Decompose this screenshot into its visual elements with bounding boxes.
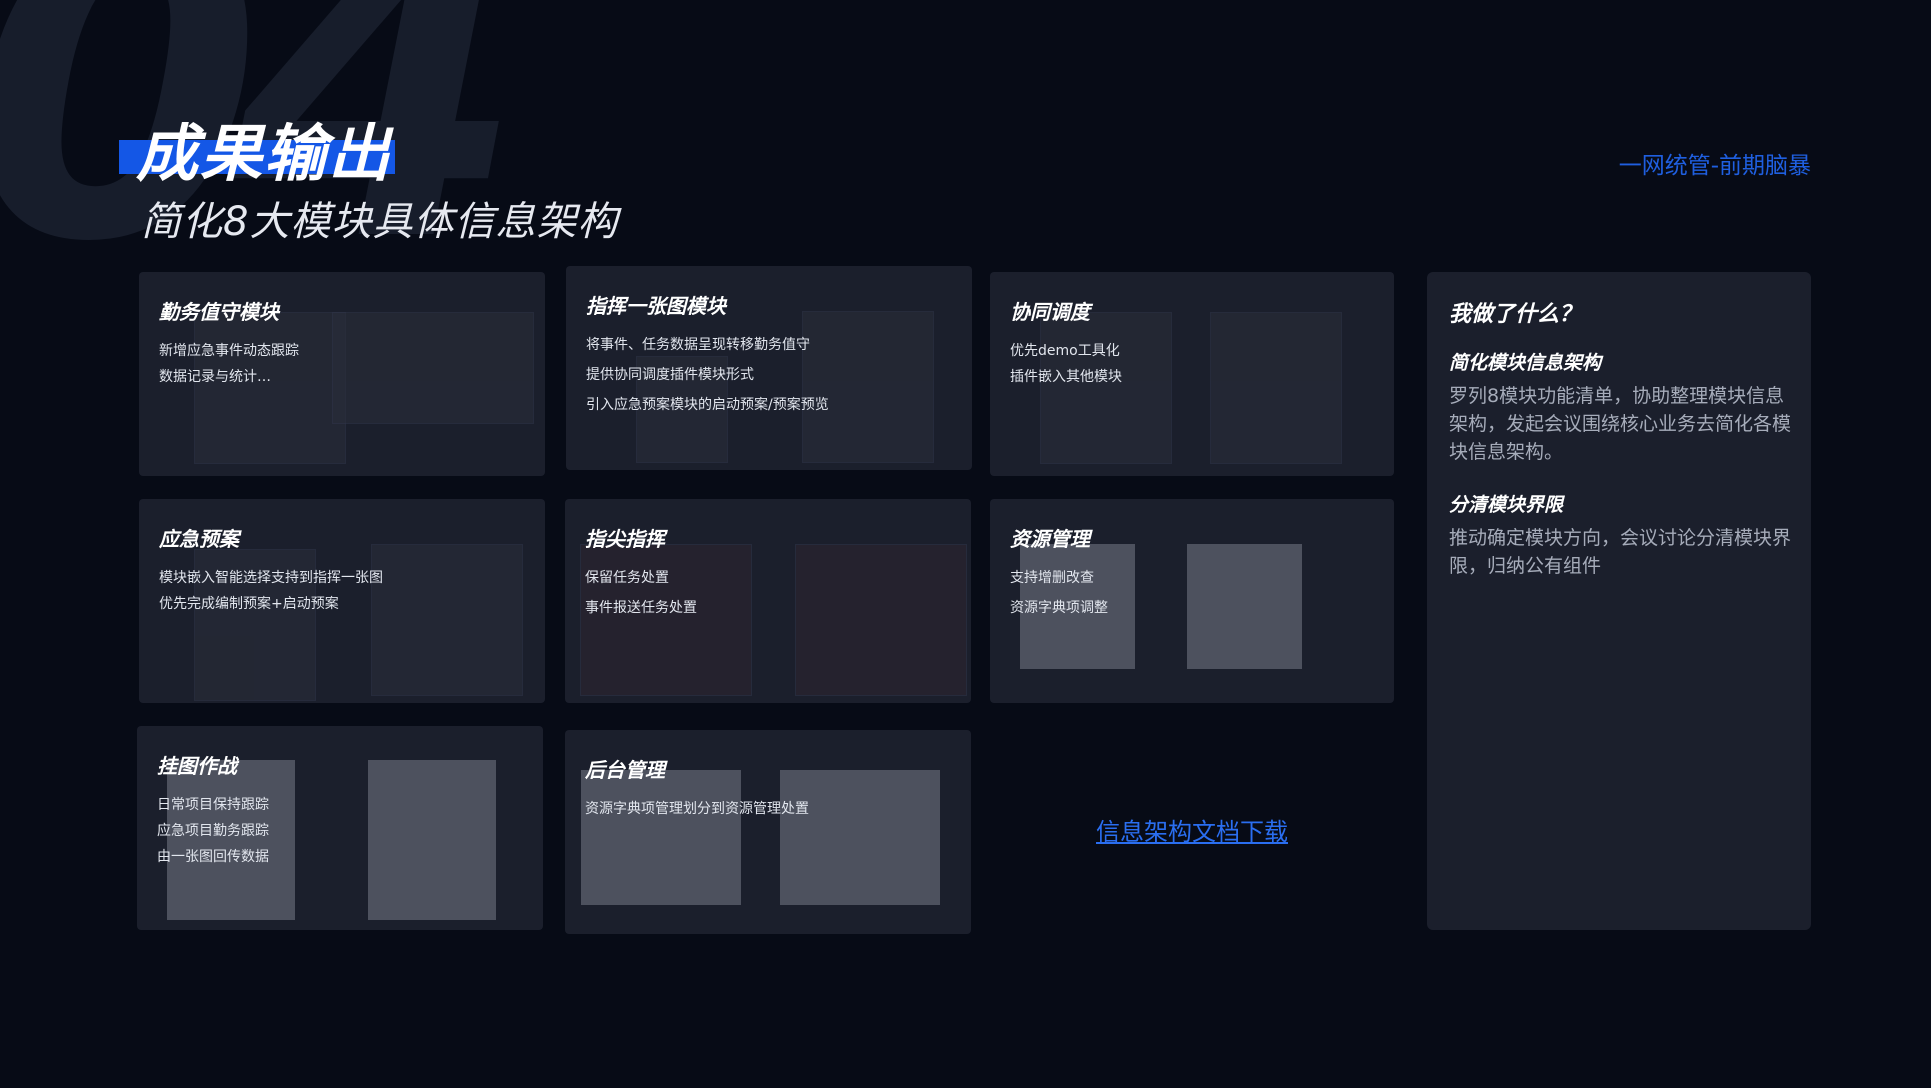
card-line: 资源字典项调整 [1010,600,1108,616]
section-label: 一网统管-前期脑暴 [1618,153,1811,179]
mindmap-thumbnail [580,544,752,696]
card-title: 勤务值守模块 [159,300,279,324]
card-description: 将事件、任务数据呈现转移勤务值守 提供协同调度插件模块形式 引入应急预案模块的启… [586,334,829,420]
mindmap-thumbnail [167,760,295,920]
card-line: 保留任务处置 [585,570,669,586]
card-fingertip-command[interactable]: 指尖指挥 保留任务处置 事件报送任务处置 [565,499,971,703]
mindmap-thumbnail [780,770,940,905]
card-line: 插件嵌入其他模块 [1010,369,1122,385]
card-description: 支持增删改查 资源字典项调整 [1010,567,1108,623]
card-title: 指尖指挥 [585,527,665,551]
card-line: 事件报送任务处置 [585,600,697,616]
card-line: 优先demo工具化 [1010,343,1120,359]
mindmap-thumbnail [332,312,534,424]
card-description: 日常项目保持跟踪 应急项目勤务跟踪 由一张图回传数据 [157,794,269,872]
mindmap-thumbnail [795,544,967,696]
mindmap-thumbnail [1040,312,1172,464]
card-title: 协同调度 [1010,300,1090,324]
card-line: 提供协同调度插件模块形式 [586,367,754,383]
card-backend-management[interactable]: 后台管理 资源字典项管理划分到资源管理处置 [565,730,971,934]
card-line: 日常项目保持跟踪 [157,797,269,813]
card-line: 应急项目勤务跟踪 [157,823,269,839]
mindmap-thumbnail [368,760,496,920]
page-subtitle: 简化8大模块具体信息架构 [141,199,619,245]
mindmap-thumbnail [636,356,728,463]
card-description: 模块嵌入智能选择支持到指挥一张图 优先完成编制预案+启动预案 [159,567,383,619]
card-title: 后台管理 [585,758,665,782]
card-title: 应急预案 [159,527,239,551]
card-line: 模块嵌入智能选择支持到指挥一张图 [159,570,383,586]
card-command-map-module[interactable]: 指挥一张图模块 将事件、任务数据呈现转移勤务值守 提供协同调度插件模块形式 引入… [566,266,972,470]
page-title: 成果输出 [136,117,393,190]
card-line: 数据记录与统计… [159,369,271,385]
card-duty-module[interactable]: 勤务值守模块 新增应急事件动态跟踪 数据记录与统计… [139,272,545,476]
card-resource-management[interactable]: 资源管理 支持增删改查 资源字典项调整 [990,499,1394,703]
mindmap-thumbnail [581,770,741,905]
section-heading: 简化模块信息架构 [1449,352,1602,374]
mindmap-thumbnail [1187,544,1302,669]
title-highlight-bar [119,140,395,174]
card-line: 引入应急预案模块的启动预案/预案预览 [586,397,829,413]
card-title: 资源管理 [1010,527,1090,551]
card-description: 优先demo工具化 插件嵌入其他模块 [1010,340,1122,392]
card-coordination[interactable]: 协同调度 优先demo工具化 插件嵌入其他模块 [990,272,1394,476]
card-line: 优先完成编制预案+启动预案 [159,596,339,612]
card-description: 新增应急事件动态跟踪 数据记录与统计… [159,340,299,392]
mindmap-thumbnail [802,311,934,463]
card-description: 保留任务处置 事件报送任务处置 [585,567,697,623]
side-panel: 我做了什么？ 简化模块信息架构 罗列8模块功能清单，协助整理模块信息架构，发起会… [1427,272,1811,930]
mindmap-thumbnail [371,544,523,696]
mindmap-thumbnail [1020,544,1135,669]
card-description: 资源字典项管理划分到资源管理处置 [585,798,809,824]
card-emergency-plan[interactable]: 应急预案 模块嵌入智能选择支持到指挥一张图 优先完成编制预案+启动预案 [139,499,545,703]
card-title: 挂图作战 [157,754,237,778]
card-line: 将事件、任务数据呈现转移勤务值守 [586,337,810,353]
section-heading: 分清模块界限 [1449,494,1564,516]
section-text: 罗列8模块功能清单，协助整理模块信息架构，发起会议围绕核心业务去简化各模块信息架… [1449,385,1792,463]
section-text: 推动确定模块方向，会议讨论分清模块界限，归纳公有组件 [1449,527,1792,577]
side-panel-title: 我做了什么？ [1449,302,1582,327]
mindmap-thumbnail [194,549,316,701]
card-line: 新增应急事件动态跟踪 [159,343,299,359]
mindmap-thumbnail [194,312,346,464]
mindmap-thumbnail [1210,312,1342,464]
card-line: 由一张图回传数据 [157,849,269,865]
card-line: 资源字典项管理划分到资源管理处置 [585,801,809,817]
card-title: 指挥一张图模块 [586,294,726,318]
card-map-operations[interactable]: 挂图作战 日常项目保持跟踪 应急项目勤务跟踪 由一张图回传数据 [137,726,543,930]
card-line: 支持增删改查 [1010,570,1094,586]
download-doc-link[interactable]: 信息架构文档下载 [1096,818,1288,846]
